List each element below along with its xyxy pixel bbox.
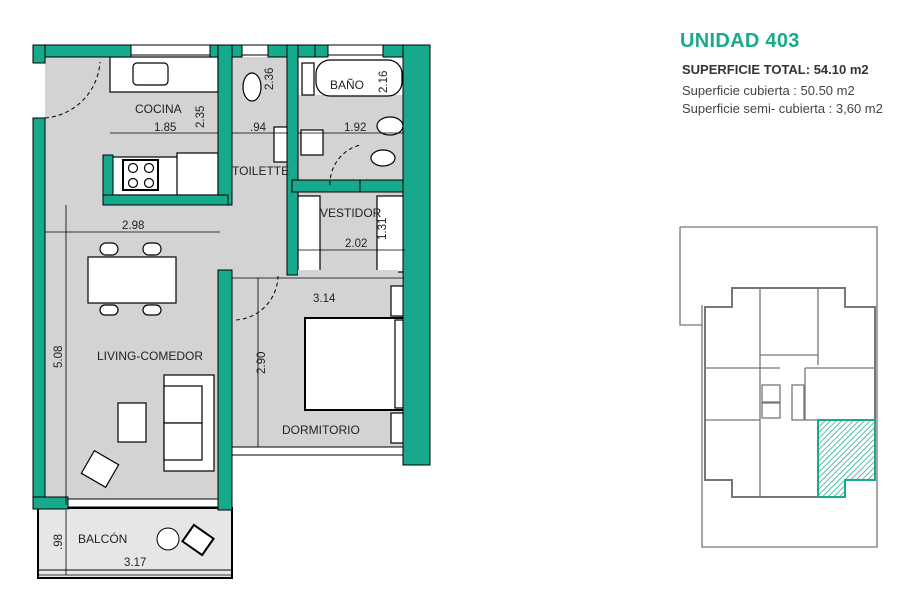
dim-bano-height: 2.16 — [378, 71, 390, 93]
room-label-cocina: COCINA — [135, 102, 182, 116]
windows — [67, 44, 404, 508]
walls — [32, 44, 431, 511]
dim-cocina-height: 2.35 — [195, 106, 207, 128]
dim-cocina-width: 1.85 — [154, 122, 176, 134]
dim-balcon-height: .98 — [53, 534, 65, 550]
dim-vestidor-width: 2.02 — [345, 238, 367, 250]
total-area: SUPERFICIE TOTAL: 54.10 m2 — [682, 62, 869, 77]
room-label-living: LIVING-COMEDOR — [97, 349, 203, 363]
dim-bano-width: 1.92 — [344, 122, 366, 134]
dim-toilette-width: .94 — [250, 122, 267, 134]
covered-area: Superficie cubierta : 50.50 m2 — [682, 83, 855, 98]
unit-highlight — [817, 419, 876, 498]
room-label-vestidor: VESTIDOR — [320, 206, 382, 220]
building-key-plan — [679, 226, 878, 548]
doors — [44, 61, 361, 321]
dim-living-height: 5.08 — [53, 346, 65, 368]
room-label-toilette: TOILETTE — [232, 164, 289, 178]
dim-toilette-height: 2.36 — [264, 68, 276, 90]
unit-title: UNIDAD 403 — [680, 30, 800, 52]
dim-balcon-width: 3.17 — [124, 557, 146, 569]
room-label-balcon: BALCÓN — [78, 531, 127, 546]
dim-vestidor-height: 1.31 — [377, 218, 389, 240]
dimension-lines — [38, 132, 405, 576]
balcony — [37, 507, 233, 579]
furniture — [80, 56, 416, 489]
room-label-bano: BAÑO — [330, 78, 364, 92]
room-label-dormitorio: DORMITORIO — [282, 423, 360, 437]
dim-dormitorio-height: 2.90 — [256, 352, 268, 374]
dim-dormitorio-width: 3.14 — [313, 293, 336, 305]
semi-covered-area: Superficie semi- cubierta : 3,60 m2 — [682, 101, 883, 116]
dim-living-width: 2.98 — [122, 220, 144, 232]
